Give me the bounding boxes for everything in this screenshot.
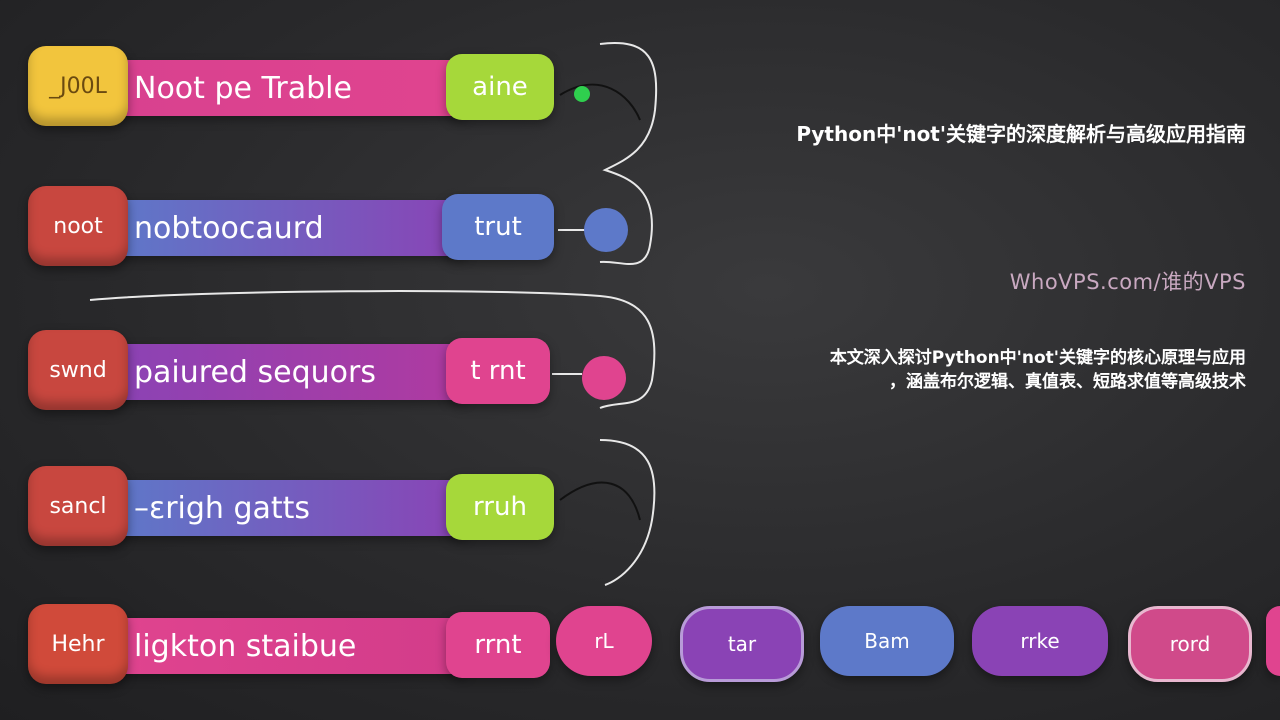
pink-dot — [582, 356, 626, 400]
bottom-pill-3: Bam — [820, 606, 954, 676]
summary-line-1: 本文深入探讨Python中'not'关键字的核心原理与应用 — [829, 348, 1246, 368]
row-1-tail: aine — [446, 54, 554, 120]
row-2-bar: nobtoocaurd — [108, 200, 468, 256]
site-name: WhoVPS.com/谁的VPS — [1009, 270, 1246, 294]
illustration: Noot pe Trable _J00L aine nobtoocaurd no… — [28, 42, 658, 684]
bottom-pill-4: rrke — [972, 606, 1108, 676]
row-2-tail: trut — [442, 194, 554, 260]
row-1: Noot pe Trable _J00L aine — [28, 46, 568, 126]
row-4-tail: rruh — [446, 474, 554, 540]
row-5-tail: rrnt — [446, 612, 550, 678]
row-2: nobtoocaurd noot trut — [28, 186, 568, 266]
bottom-pill-1: rL — [556, 606, 652, 676]
row-2-cap: noot — [28, 186, 128, 266]
row-1-bar: Noot pe Trable — [108, 60, 468, 116]
blue-dot — [584, 208, 628, 252]
article-summary: 本文深入探讨Python中'not'关键字的核心原理与应用 ，涵盖布尔逻辑、真值… — [686, 346, 1246, 394]
bottom-pill-5: rord — [1128, 606, 1252, 682]
connector-lines — [89, 42, 658, 586]
row-3: paiured sequors swnd t rnt — [28, 330, 568, 410]
bottom-pill-2: tar — [680, 606, 804, 682]
row-4-bar: –ɛrigh gatts — [108, 480, 468, 536]
row-3-cap: swnd — [28, 330, 128, 410]
row-1-cap: _J00L — [28, 46, 128, 126]
row-5-cap: Hehr — [28, 604, 128, 684]
row-3-bar: paiured sequors — [108, 344, 468, 400]
row-5: ligkton staibue Hehr rrnt — [28, 604, 568, 684]
row-3-tail: t rnt — [446, 338, 550, 404]
summary-line-2: ，涵盖布尔逻辑、真值表、短路求值等高级技术 — [889, 372, 1246, 392]
bottom-pill-edge — [1266, 606, 1280, 676]
row-5-bar: ligkton staibue — [108, 618, 468, 674]
green-dot — [574, 86, 590, 102]
row-4-cap: sancl — [28, 466, 128, 546]
row-4: –ɛrigh gatts sancl rruh — [28, 466, 568, 546]
article-title: Python中'not'关键字的深度解析与高级应用指南 — [796, 122, 1246, 146]
